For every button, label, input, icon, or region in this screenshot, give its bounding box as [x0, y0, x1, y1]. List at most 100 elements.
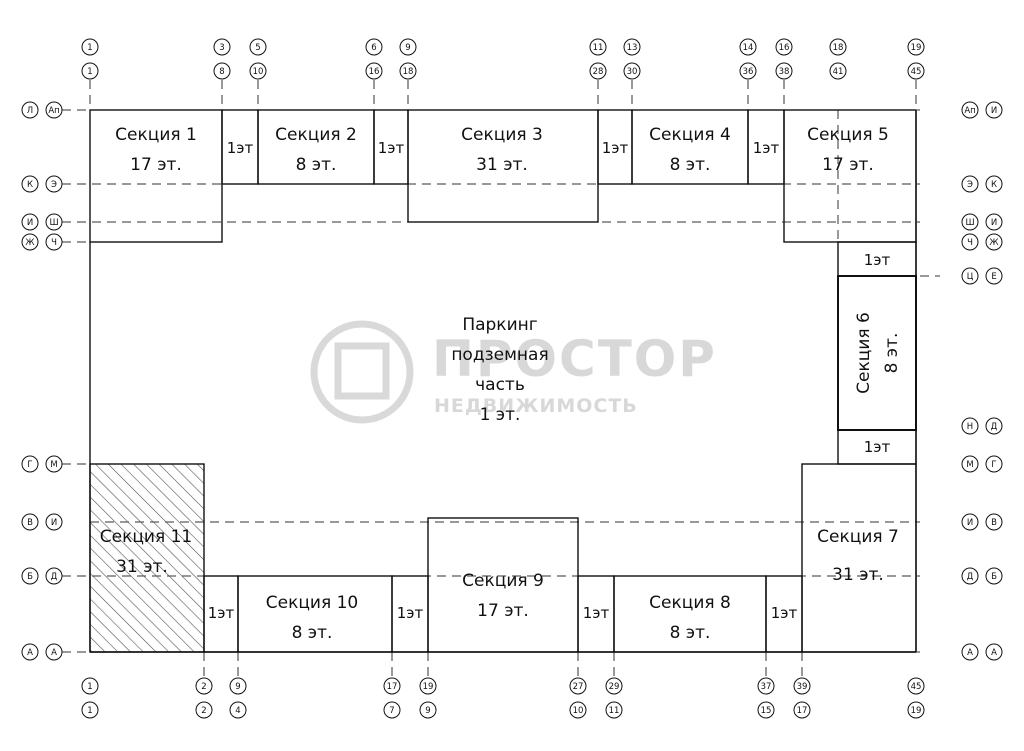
axis-left-label: В — [27, 518, 33, 528]
axis-bottom-bubble — [793, 677, 811, 695]
axis-right-label: Ап — [964, 106, 975, 116]
axis-top-bubble — [399, 38, 417, 56]
axis-left-bubble — [21, 233, 39, 251]
axis-right-label: А — [967, 648, 973, 658]
axis-top-bubble — [907, 62, 925, 80]
axis-bottom-bubble — [757, 677, 775, 695]
axis-right-bubble — [961, 567, 979, 585]
axis-bottom-bubble — [569, 677, 587, 695]
section-5-name: Секция 5 — [807, 125, 889, 145]
axis-bottom-label: 19 — [423, 682, 434, 692]
axis-right-label: И — [991, 106, 997, 116]
axis-right-label: Э — [967, 180, 973, 190]
axis-left-label: Б — [27, 572, 33, 582]
connector-label: 1эт — [864, 251, 891, 269]
axis-bottom-bubble — [195, 677, 213, 695]
axis-left-bubble — [45, 213, 63, 231]
axis-right-bubble — [961, 455, 979, 473]
axis-left-label: Л — [27, 106, 33, 116]
axis-left-label: Э — [51, 180, 57, 190]
section-6-floors: 8 эт. — [882, 333, 902, 374]
connector-labels: 1эт 1эт 1эт 1эт 1эт 1эт 1эт 1эт 1эт 1эт — [208, 139, 891, 622]
axis-bottom-label: 17 — [387, 682, 398, 692]
axis-bottom-bubble — [419, 701, 437, 719]
axis-left-bubble — [45, 101, 63, 119]
axis-bottom-bubble — [907, 677, 925, 695]
connector-label: 1эт — [583, 604, 610, 622]
svg-text:Паркинг: Паркинг — [462, 315, 537, 335]
connector-label: 1эт — [771, 604, 798, 622]
axis-right-bubble — [961, 417, 979, 435]
axis-top-bubble — [623, 38, 641, 56]
axis-top-label: 13 — [627, 43, 638, 53]
axis-left-bubble — [45, 175, 63, 193]
axis-top-bubble — [739, 38, 757, 56]
axis-bottom-label: 7 — [389, 706, 394, 716]
axis-bottom-label: 1 — [87, 682, 92, 692]
axis-bottom-bubble — [793, 701, 811, 719]
axis-top-label: 6 — [371, 43, 376, 53]
axis-right-label: Е — [991, 272, 996, 282]
axis-top-bubble — [249, 38, 267, 56]
axis-bottom-bubble — [383, 701, 401, 719]
section-labels: Секция 1 17 эт. Секция 2 8 эт. Секция 3 … — [100, 125, 899, 643]
parking-label: Паркинг подземная часть 1 эт. — [451, 315, 548, 425]
axis-top-bubble — [739, 62, 757, 80]
axis-left-bubble — [45, 513, 63, 531]
axis-left-label: Ж — [25, 238, 34, 248]
section-1-floors: 17 эт. — [130, 155, 182, 175]
axis-bottom-label: 1 — [87, 706, 92, 716]
axis-right-bubble — [961, 101, 979, 119]
connector-label: 1эт — [378, 139, 405, 157]
axis-top-bubble — [775, 62, 793, 80]
building-outlines — [89, 109, 917, 653]
axis-left-bubble — [21, 175, 39, 193]
watermark-logo-icon — [310, 320, 414, 424]
axis-bottom-label: 4 — [235, 706, 240, 716]
axis-top-label: 18 — [833, 43, 844, 53]
axis-right-bubble — [985, 267, 1003, 285]
axis-left-label: А — [27, 648, 33, 658]
axis-right-label: Ж — [989, 238, 998, 248]
axis-bottom-label: 17 — [797, 706, 808, 716]
axis-bottom-bubble — [605, 701, 623, 719]
axis-top-bubble — [81, 62, 99, 80]
axis-left-bubble — [45, 643, 63, 661]
axis-right-bubble — [985, 455, 1003, 473]
axis-top-bubble — [365, 38, 383, 56]
section-7-outline — [801, 463, 917, 653]
axis-top-label: 5 — [255, 43, 260, 53]
section-8-name: Секция 8 — [649, 593, 731, 613]
axis-left-label: Г — [27, 460, 32, 470]
section-4-name: Секция 4 — [649, 125, 731, 145]
axis-top-bubble — [399, 62, 417, 80]
section-3-floors: 31 эт. — [476, 155, 528, 175]
axis-right-label: Н — [967, 422, 973, 432]
axis-bottom-bubble — [757, 701, 775, 719]
axis-right-bubble — [985, 567, 1003, 585]
axis-bottom-bubble — [81, 677, 99, 695]
axis-right-bubble — [985, 513, 1003, 531]
connector-label: 1эт — [208, 604, 235, 622]
axis-top-label: 30 — [627, 67, 638, 77]
axis-bottom-bubble — [383, 677, 401, 695]
axis-bottom-label: 45 — [911, 682, 922, 692]
axis-bottom-label: 27 — [573, 682, 584, 692]
axis-left-bubble — [45, 233, 63, 251]
axis-bottom-bubble — [229, 701, 247, 719]
svg-text:часть: часть — [475, 375, 525, 395]
axis-left-bubble — [21, 101, 39, 119]
axis-top-label: 3 — [219, 43, 224, 53]
axis-bottom-bubble — [605, 677, 623, 695]
axis-left-label: Д — [51, 572, 58, 582]
axis-bottom-label: 11 — [609, 706, 620, 716]
axis-right-label: Д — [967, 572, 974, 582]
axis-bottom-label: 15 — [761, 706, 772, 716]
axis-top-bubble — [589, 38, 607, 56]
section-11-floors: 31 эт. — [116, 557, 168, 577]
svg-text:1 эт.: 1 эт. — [480, 405, 521, 425]
axis-top-bubble — [775, 38, 793, 56]
axis-left-label: И — [51, 518, 57, 528]
axis-top-label: 19 — [911, 43, 922, 53]
